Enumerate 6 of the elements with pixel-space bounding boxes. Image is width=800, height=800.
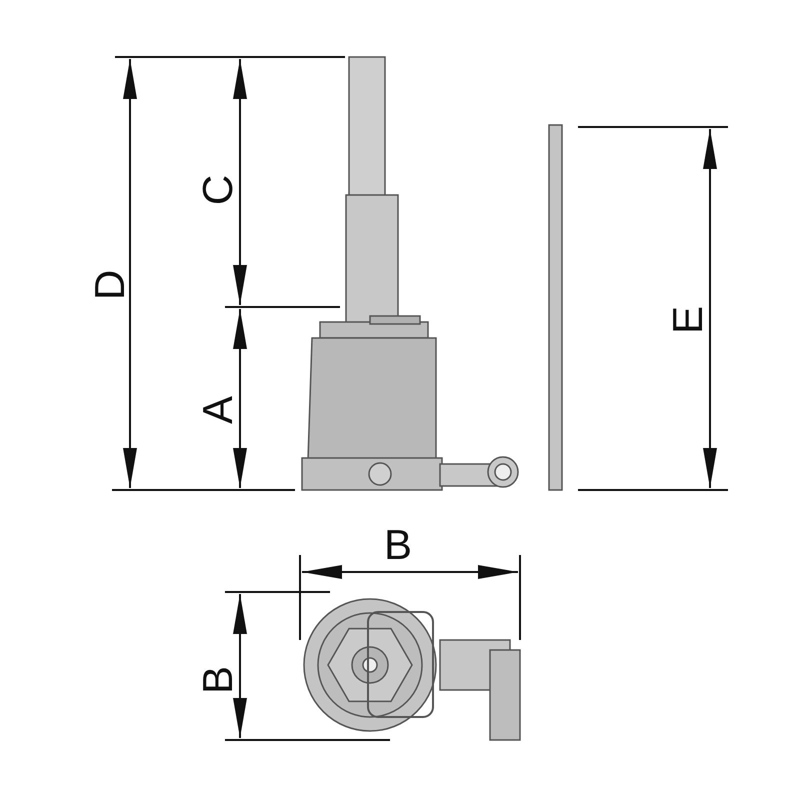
dimension-label: B [384, 524, 412, 566]
dimension-label: E [667, 306, 709, 334]
dimension-label: C [197, 174, 240, 206]
dimension-label: B [197, 666, 239, 694]
dimension-label: A [197, 396, 239, 424]
dimension-label: D [89, 270, 132, 300]
